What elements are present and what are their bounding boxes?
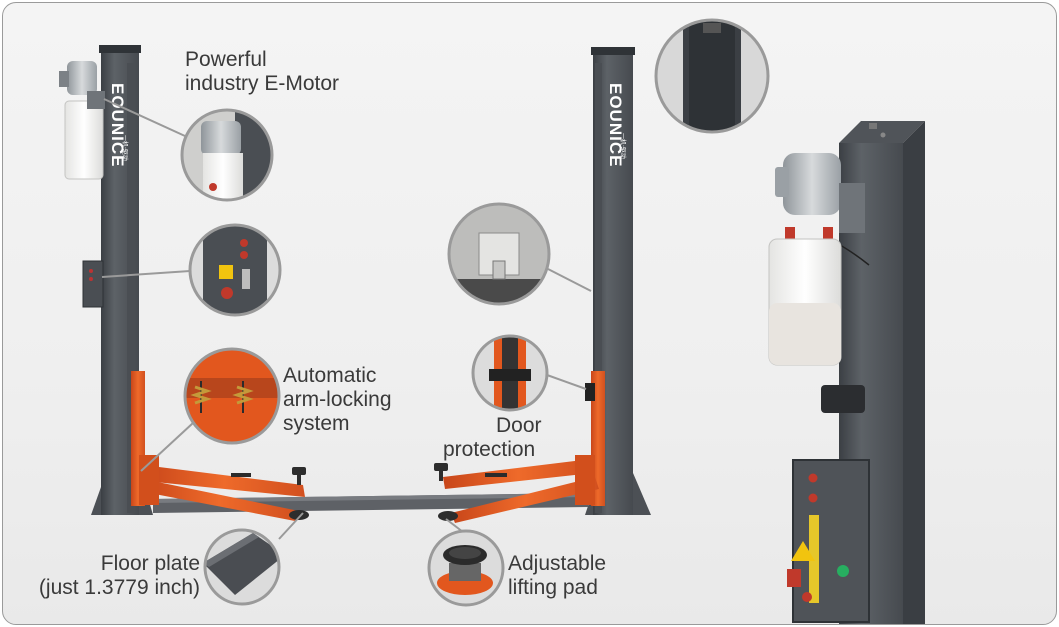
arm-lock-label-line3: system — [283, 412, 350, 435]
svg-text:EOUNICE: EOUNICE — [606, 83, 625, 167]
motor-callout — [180, 108, 274, 202]
lift-illustration: EOUNICE 一机·驱动 EOUNICE 一机·驱动 — [59, 18, 925, 624]
brand-logo-subtext-left: 一机·驱动 — [121, 135, 129, 161]
brand-logo-right: EOUNICE — [606, 83, 625, 167]
electric-motor-icon — [201, 121, 241, 155]
arm-lock-label-line2: arm-locking — [283, 388, 392, 411]
column-top-callout — [654, 18, 770, 134]
lifting-pad-label-line1: Adjustable — [508, 552, 607, 575]
right-rear-arm — [451, 477, 599, 523]
door-interior-callout — [447, 202, 551, 306]
floor-plate-icon — [205, 533, 279, 595]
motor-label-line1: Powerful — [185, 48, 267, 71]
door-label-line1: Door — [496, 414, 542, 437]
left-control-box — [82, 260, 104, 308]
left-rear-arm — [139, 479, 299, 521]
right-rear-pad — [438, 511, 458, 521]
door-protection-label: Door protection — [443, 414, 542, 462]
lifting-pad-label: Adjustable lifting pad — [508, 552, 606, 600]
floor-plate-label-line1: Floor plate — [100, 552, 200, 575]
closeup-motor — [783, 153, 841, 215]
left-front-arm — [143, 465, 305, 497]
brand-logo-subtext-right: 一机·驱动 — [619, 133, 627, 159]
arm-lock-label-line1: Automatic — [283, 364, 377, 387]
column-closeup — [768, 121, 925, 624]
lifting-pad-label-line2: lifting pad — [508, 576, 598, 599]
left-front-pad — [292, 467, 306, 475]
callout-lines — [101, 98, 592, 540]
control-box-icon — [203, 225, 267, 315]
arm-lock-label: Automatic arm-locking system — [283, 364, 392, 436]
floor-plate-label: Floor plate (just 1.3779 inch) — [22, 552, 200, 600]
floor-plate-callout — [203, 528, 281, 606]
control-box-callout — [188, 223, 282, 317]
closeup-bracket — [821, 385, 865, 413]
door-protection-callout — [471, 334, 549, 412]
right-front-pad — [434, 463, 448, 471]
left-oil-tank — [64, 100, 104, 180]
brand-logo-left: EOUNICE — [108, 83, 127, 167]
motor-label: Powerful industry E-Motor — [185, 48, 339, 96]
floor-plate-label-line2: (just 1.3779 inch) — [38, 576, 200, 599]
lifting-pad-callout — [427, 529, 505, 607]
left-motor — [67, 61, 97, 95]
door-label-line2: protection — [443, 438, 536, 461]
right-front-arm — [443, 459, 593, 489]
svg-text:EOUNICE: EOUNICE — [108, 83, 127, 167]
motor-label-line2: industry E-Motor — [185, 72, 340, 95]
arm-lock-callout — [183, 347, 281, 445]
left-rear-pad — [289, 510, 309, 520]
